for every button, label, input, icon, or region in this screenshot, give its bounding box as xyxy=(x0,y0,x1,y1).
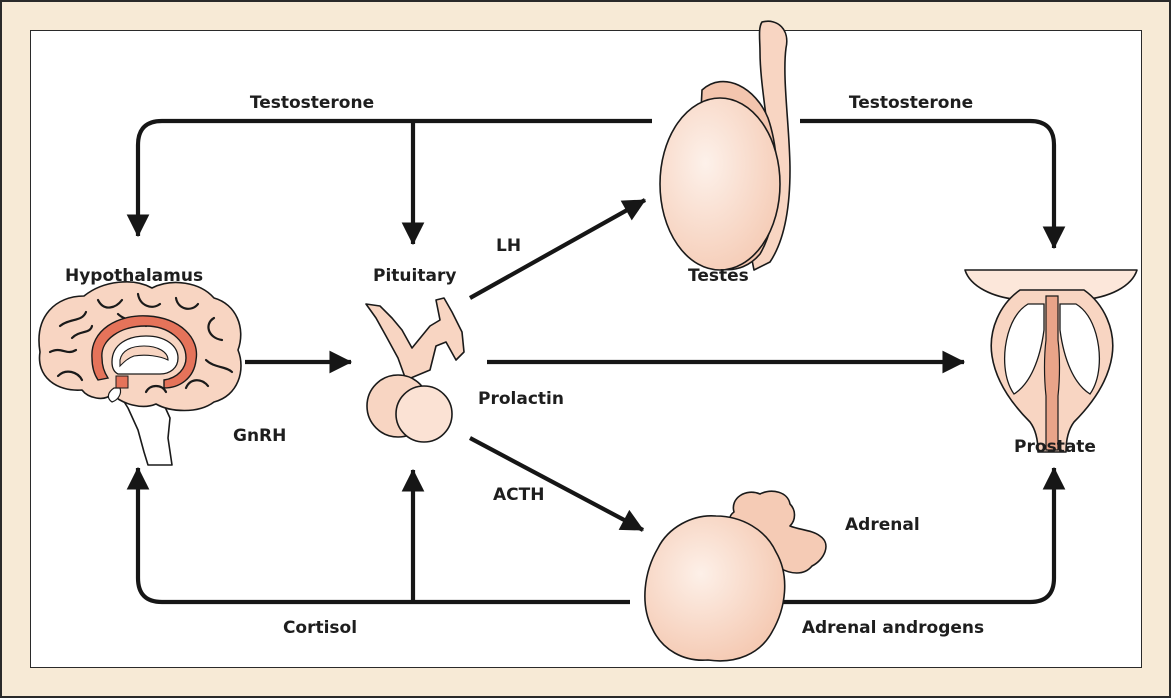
lh-label: LH xyxy=(496,236,521,256)
pituitary-label: Pituitary xyxy=(373,266,456,286)
cortisol-feedback-to-hypothalamus-arrow xyxy=(138,468,630,602)
pituitary-stalk-shape xyxy=(366,298,464,380)
prolactin-label: Prolactin xyxy=(478,389,564,409)
testosterone-to-prostate-label: Testosterone xyxy=(849,93,973,113)
testes-illustration xyxy=(660,21,790,270)
testis-shape xyxy=(660,98,780,270)
acth-arrow xyxy=(470,438,643,530)
adrenal-illustration xyxy=(645,491,826,661)
prostate-illustration xyxy=(965,270,1137,452)
gnrh-label: GnRH xyxy=(233,426,286,446)
prostate-label: Prostate xyxy=(1014,437,1096,457)
testosterone-feedback-label: Testosterone xyxy=(250,93,374,113)
adrenal-label: Adrenal xyxy=(845,515,920,535)
pituitary-illustration xyxy=(366,298,464,442)
pituitary-lobe-shape xyxy=(396,386,452,442)
hypothalamus-illustration xyxy=(39,282,241,465)
adrenal-androgens-label: Adrenal androgens xyxy=(802,618,984,638)
adrenal-gland-shape xyxy=(645,516,785,661)
cortisol-label: Cortisol xyxy=(283,618,357,638)
acth-label: ACTH xyxy=(493,485,544,505)
testosterone-feedback-to-hypothalamus-arrow xyxy=(138,121,652,236)
testosterone-to-prostate-arrow xyxy=(800,121,1054,248)
hypothalamus-region-shape xyxy=(116,376,128,388)
testes-label: Testes xyxy=(688,266,749,286)
urethra-shape xyxy=(1045,296,1060,450)
hypothalamus-label: Hypothalamus xyxy=(65,266,203,286)
